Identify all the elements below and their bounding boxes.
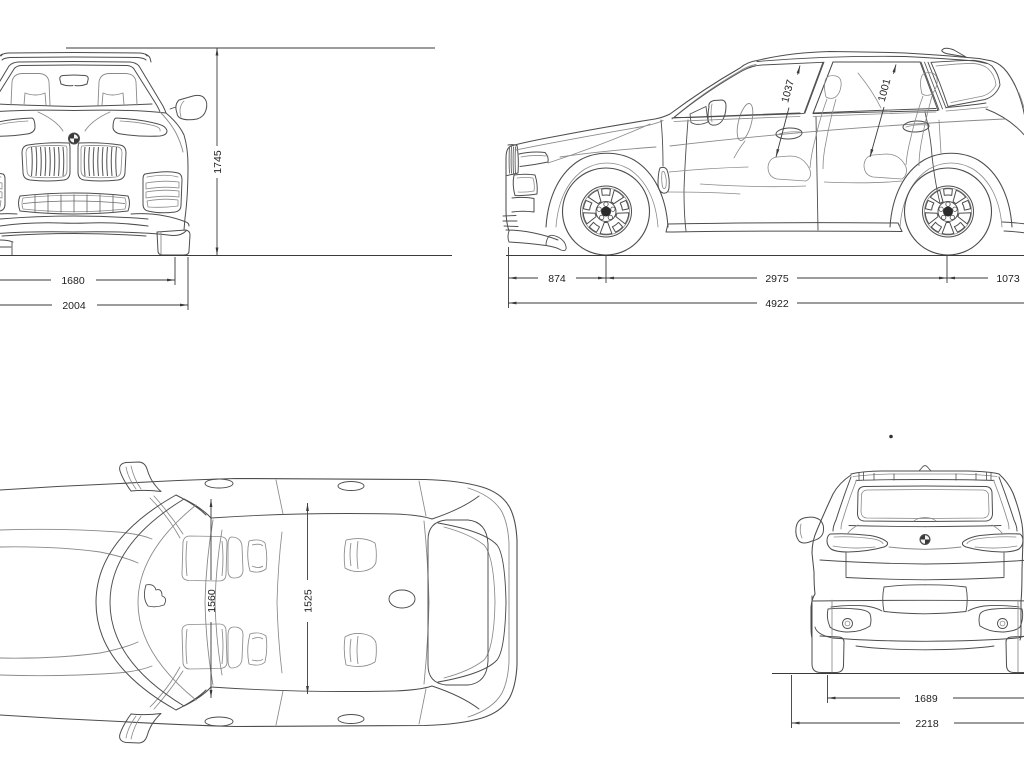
- svg-text:2218: 2218: [915, 718, 939, 730]
- svg-text:1525: 1525: [302, 589, 314, 613]
- svg-text:1001: 1001: [876, 77, 894, 103]
- svg-text:1745: 1745: [212, 150, 224, 174]
- svg-text:1560: 1560: [206, 589, 218, 613]
- svg-text:1073: 1073: [996, 273, 1020, 285]
- svg-text:1689: 1689: [914, 693, 938, 705]
- svg-text:2975: 2975: [765, 273, 789, 285]
- svg-text:4922: 4922: [765, 298, 789, 310]
- svg-text:2004: 2004: [62, 300, 86, 312]
- svg-text:1037: 1037: [779, 78, 797, 104]
- svg-text:1680: 1680: [61, 275, 85, 287]
- svg-text:874: 874: [548, 273, 566, 285]
